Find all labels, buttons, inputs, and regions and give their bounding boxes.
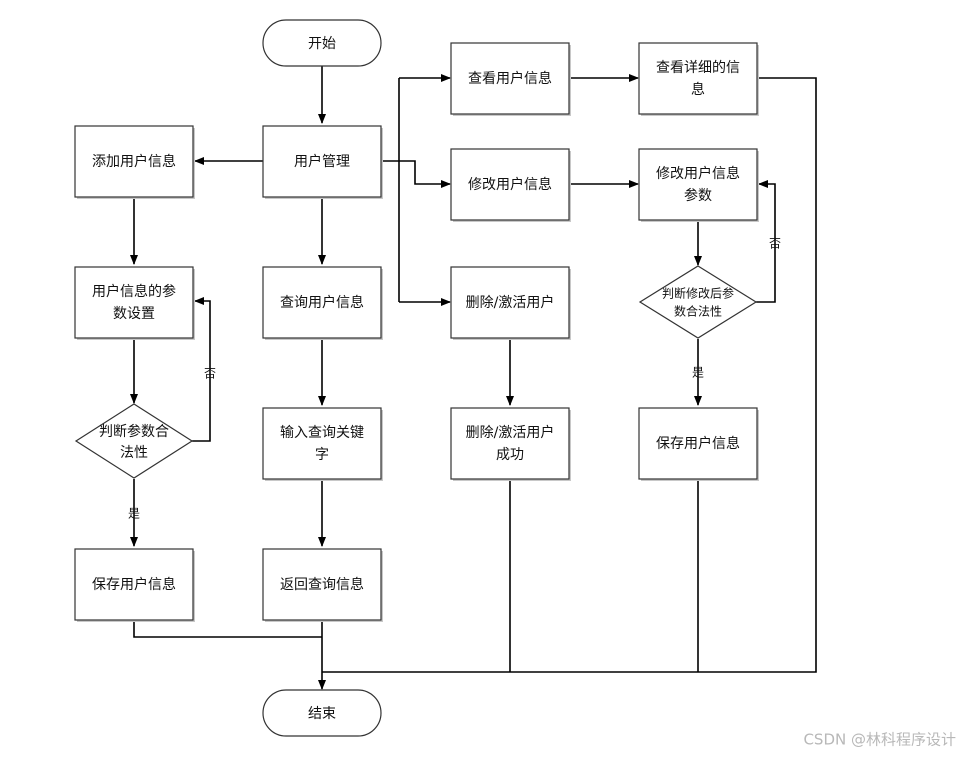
add-check-label-line2: 法性 xyxy=(120,445,148,461)
watermark: CSDN @林科程序设计 xyxy=(803,731,956,749)
edge-trunk-to-modify xyxy=(399,160,451,188)
view-detail-label-line1: 查看详细的信 xyxy=(656,60,740,76)
edge-add-save-to-end xyxy=(133,620,322,638)
modify-save-node: 保存用户信息 xyxy=(638,407,759,481)
delete-user-label: 删除/激活用户 xyxy=(466,294,555,311)
edge-detail-to-end xyxy=(322,77,817,673)
view-detail-node: 查看详细的信 息 xyxy=(638,42,759,116)
add-params-label-line1: 用户信息的参 xyxy=(92,283,176,300)
modify-user-node: 修改用户信息 xyxy=(450,148,571,222)
edge-modify-check-no xyxy=(756,180,776,303)
start-label: 开始 xyxy=(308,36,336,52)
delete-user-node: 删除/激活用户 xyxy=(450,266,571,340)
view-user-node: 查看用户信息 xyxy=(450,42,571,116)
add-save-node: 保存用户信息 xyxy=(74,548,195,622)
user-management-label: 用户管理 xyxy=(294,153,350,170)
view-detail-label-line2: 息 xyxy=(691,81,705,98)
add-no-label: 否 xyxy=(204,367,216,381)
add-user-label: 添加用户信息 xyxy=(92,153,176,170)
view-user-label: 查看用户信息 xyxy=(468,70,552,87)
query-user-label: 查询用户信息 xyxy=(280,294,364,311)
query-input-label-line2: 字 xyxy=(315,447,329,463)
query-user-node: 查询用户信息 xyxy=(262,266,383,340)
modify-yes-label: 是 xyxy=(692,366,704,380)
modify-save-label: 保存用户信息 xyxy=(656,435,740,452)
end-label: 结束 xyxy=(308,706,336,722)
delete-done-label-line2: 成功 xyxy=(496,447,524,463)
user-management-node: 用户管理 xyxy=(262,125,383,199)
edges xyxy=(130,66,817,690)
add-user-node: 添加用户信息 xyxy=(74,125,195,199)
modify-user-label: 修改用户信息 xyxy=(468,176,552,193)
query-return-node: 返回查询信息 xyxy=(262,548,383,622)
modify-check-decision: 判断修改后参 数合法性 xyxy=(638,265,758,339)
add-check-label-line1: 判断参数合 xyxy=(99,423,169,440)
modify-check-label-line2: 数合法性 xyxy=(674,304,722,319)
add-check-decision: 判断参数合 法性 xyxy=(74,403,194,479)
delete-done-label-line1: 删除/激活用户 xyxy=(466,424,555,441)
delete-done-node: 删除/激活用户 成功 xyxy=(450,407,571,481)
add-yes-label: 是 xyxy=(128,507,140,521)
add-params-label-line2: 数设置 xyxy=(113,306,155,322)
modify-no-label: 否 xyxy=(769,237,781,251)
modify-check-label-line1: 判断修改后参 xyxy=(662,286,734,301)
edge-add-check-no xyxy=(192,297,211,442)
modify-params-node: 修改用户信息 参数 xyxy=(638,148,759,222)
query-return-label: 返回查询信息 xyxy=(280,576,364,593)
query-input-label-line1: 输入查询关键 xyxy=(280,425,364,441)
add-save-label: 保存用户信息 xyxy=(92,576,176,593)
modify-params-label-line1: 修改用户信息 xyxy=(656,165,740,182)
add-params-node: 用户信息的参 数设置 xyxy=(74,266,195,340)
query-input-node: 输入查询关键 字 xyxy=(262,407,383,481)
modify-params-label-line2: 参数 xyxy=(684,187,712,204)
end-node: 结束 xyxy=(262,689,382,737)
start-node: 开始 xyxy=(262,19,382,67)
